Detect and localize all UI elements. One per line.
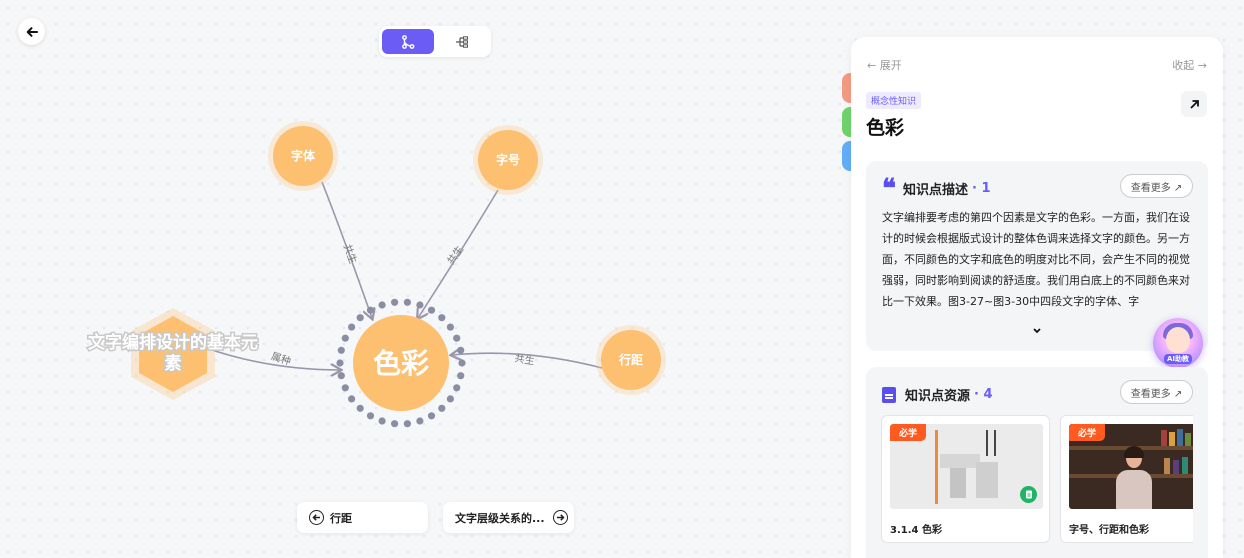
ai-assistant-label: AI助教: [1164, 354, 1192, 364]
chevron-down-icon[interactable]: [1032, 319, 1042, 338]
open-external-button[interactable]: [1181, 91, 1207, 117]
tree-view-button[interactable]: [436, 29, 488, 54]
edge-size-to-center: [418, 189, 499, 318]
resource-item[interactable]: 必学 3.1.4 色彩: [881, 415, 1050, 543]
document-badge-icon: [1020, 486, 1037, 503]
selection-ring-dot: [427, 412, 436, 420]
selection-ring-dot: [356, 404, 364, 412]
collapse-button[interactable]: 收起 →: [1172, 59, 1207, 72]
svg-text:行距: 行距: [618, 352, 643, 367]
resource-name: 3.1.4 色彩: [890, 525, 942, 536]
selection-ring-dot: [366, 306, 375, 314]
node-size[interactable]: 字号: [473, 125, 543, 195]
selection-ring-dot: [341, 334, 349, 342]
selection-ring-dot: [453, 334, 461, 342]
branch-icon: [402, 34, 415, 49]
graph-view-button[interactable]: [382, 29, 434, 54]
prev-node-label: 行距: [330, 511, 352, 525]
arrow-up-right-icon: [1189, 99, 1199, 109]
resources-card: 知识点资源 · 4 查看更多 ↗ 必学 3.1.4 色彩: [866, 367, 1208, 558]
selection-ring-dot: [446, 323, 454, 331]
selection-ring-dot: [336, 359, 344, 367]
selection-ring-dot: [438, 404, 446, 412]
description-text: 文字编排要考虑的第四个因素是文字的色彩。一方面，我们在设计的时候会根据版式设计的…: [882, 211, 1190, 308]
selection-ring-dot: [356, 314, 364, 322]
node-parent[interactable]: 文字编排设计的基本元 素: [87, 308, 260, 400]
arrow-left-circle-icon: [309, 510, 324, 525]
must-learn-tag: 必学: [1069, 424, 1106, 441]
resource-name: 字号、行距和色彩: [1069, 525, 1149, 536]
svg-text:文字编排设计的基本元: 文字编排设计的基本元: [88, 332, 258, 353]
arrow-right-circle-icon: [552, 510, 568, 525]
prev-node-button[interactable]: 行距: [297, 502, 428, 533]
resources-count: · 4: [974, 387, 993, 402]
description-more-button[interactable]: 查看更多 ↗: [1120, 174, 1193, 198]
next-node-label: 文字层级关系的...: [455, 511, 545, 525]
description-card: ❝ 知识点描述 · 1 查看更多 ↗ 文字编排要考虑的第四个因素是文字的色彩。一…: [866, 161, 1208, 351]
selection-ring-dot: [457, 346, 465, 354]
svg-text:字号: 字号: [496, 152, 520, 167]
next-node-button[interactable]: 文字层级关系的...: [443, 502, 574, 533]
svg-text:字体: 字体: [291, 148, 316, 163]
node-center[interactable]: 色彩: [336, 298, 466, 428]
selection-ring-dot: [446, 395, 454, 403]
arrow-left-icon: [26, 26, 38, 37]
selection-ring-dot: [348, 395, 356, 403]
ai-assistant-button[interactable]: AI助教: [1153, 318, 1203, 368]
description-count: · 1: [972, 181, 991, 196]
resources-heading: 知识点资源: [905, 389, 971, 404]
selection-ring-dot: [416, 417, 424, 425]
knowledge-graph: 共生 共生 共生 属种 字体 字号 行距 文字编排设计的基本元 素 色彩: [87, 121, 666, 428]
svg-text:色彩: 色彩: [373, 347, 429, 380]
svg-text:素: 素: [165, 354, 182, 374]
ai-avatar-face: [1166, 327, 1190, 353]
node-spacing[interactable]: 行距: [596, 325, 666, 395]
tree-icon: [456, 35, 468, 48]
back-button[interactable]: [18, 18, 45, 45]
selection-ring-dot: [403, 420, 411, 428]
selection-ring-dot: [438, 314, 446, 322]
resources-more-button[interactable]: 查看更多 ↗: [1120, 380, 1193, 404]
quote-icon: ❝: [882, 173, 896, 204]
selection-ring-dot: [378, 301, 386, 309]
presenter-image: [1114, 446, 1154, 509]
selection-ring-dot: [366, 412, 375, 420]
edge-parent-to-center: [205, 347, 340, 370]
selection-ring-dot: [391, 420, 399, 428]
selection-ring-dot: [453, 384, 461, 392]
selection-ring-dot: [427, 306, 436, 314]
resources-list: 必学 3.1.4 色彩: [881, 415, 1193, 545]
selection-ring-dot: [457, 372, 465, 380]
node-font[interactable]: 字体: [268, 121, 338, 191]
selection-ring-dot: [403, 298, 411, 306]
resource-thumbnail: 必学: [1069, 424, 1193, 509]
resource-item[interactable]: 必学 字号、行距和色彩: [1060, 415, 1193, 543]
description-heading: 知识点描述: [903, 183, 969, 198]
edge-font-to-center: [321, 181, 372, 318]
document-icon: [882, 386, 896, 403]
edge-label-font: 共生: [341, 242, 360, 265]
selection-ring-dot: [378, 417, 386, 425]
knowledge-type-tag: 概念性知识: [866, 92, 922, 109]
center-node-selection-ring: [336, 298, 466, 428]
expand-button[interactable]: ← 展开: [867, 59, 902, 72]
edge-label-spacing: 共生: [514, 351, 536, 367]
panel-title: 色彩: [866, 117, 905, 139]
view-mode-toggle: [379, 26, 491, 57]
detail-panel: ← 展开 收起 → 概念性知识 色彩 ❝ 知识点描述 · 1 查看更多 ↗ 文字…: [851, 37, 1223, 558]
selection-ring-dot: [348, 323, 356, 331]
resource-thumbnail: 必学: [890, 424, 1043, 509]
selection-ring-dot: [391, 298, 399, 306]
selection-ring-dot: [416, 301, 424, 309]
selection-ring-dot: [458, 359, 466, 367]
selection-ring-dot: [341, 384, 349, 392]
selection-ring-dot: [337, 372, 345, 380]
edge-spacing-to-center: [452, 353, 603, 369]
selection-ring-dot: [337, 346, 345, 354]
must-learn-tag: 必学: [890, 424, 927, 441]
